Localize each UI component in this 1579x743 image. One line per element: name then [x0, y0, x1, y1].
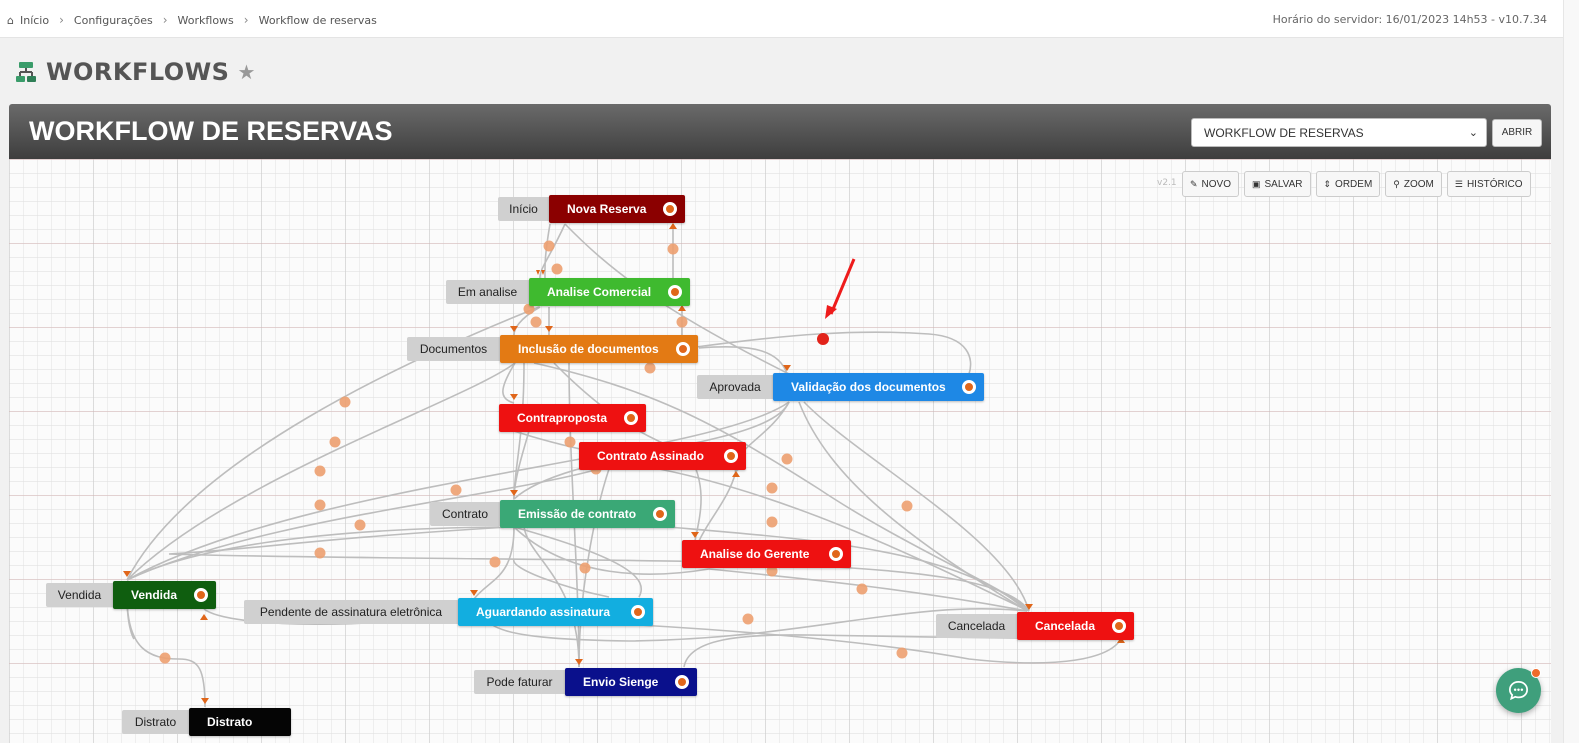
- annotation-arrow: [817, 258, 856, 345]
- chat-button[interactable]: [1496, 668, 1541, 713]
- scrollbar[interactable]: [1563, 0, 1579, 743]
- node-label-distrato: Distrato: [122, 710, 189, 734]
- connector-handle[interactable]: [668, 285, 682, 299]
- breadcrumb-home[interactable]: Início: [19, 13, 50, 27]
- node-label-inicio: Início: [498, 197, 549, 221]
- workflow-icon: [16, 62, 36, 82]
- home-icon: ⌂: [7, 13, 14, 27]
- connector-handle[interactable]: [1112, 619, 1126, 633]
- node-inclusao-documentos[interactable]: Inclusão de documentos: [500, 335, 698, 363]
- workflow-select[interactable]: WORKFLOW DE RESERVAS ⌄: [1191, 118, 1487, 147]
- zoom-button[interactable]: ⚲ZOOM: [1385, 171, 1442, 197]
- node-label-vendida: Vendida: [46, 583, 113, 607]
- workflow-header: WORKFLOW DE RESERVAS WORKFLOW DE RESERVA…: [9, 104, 1551, 159]
- connector-handle[interactable]: [829, 547, 843, 561]
- node-label-pendente-assinatura: Pendente de assinatura eletrônica: [244, 600, 458, 624]
- connector-handle[interactable]: [631, 605, 645, 619]
- save-button[interactable]: ▣SALVAR: [1244, 171, 1311, 197]
- node-distrato[interactable]: Distrato: [189, 708, 291, 736]
- canvas-toolbar: ✎NOVO ▣SALVAR ⇕ORDEM ⚲ZOOM ☰HISTÓRICO: [1182, 171, 1536, 197]
- chevron-right-icon: ›: [243, 13, 249, 27]
- open-button[interactable]: ABRIR: [1492, 119, 1542, 147]
- breadcrumb-current: Workflow de reservas: [258, 13, 377, 27]
- list-icon: ☰: [1454, 178, 1463, 189]
- chevron-right-icon: ›: [162, 13, 168, 27]
- node-envio-sienge[interactable]: Envio Sienge: [565, 668, 697, 696]
- page-header: WORKFLOWS ★: [14, 58, 255, 86]
- pencil-icon: ✎: [1190, 178, 1198, 189]
- chevron-right-icon: ›: [59, 13, 64, 27]
- node-emissao-contrato[interactable]: Emissão de contrato: [500, 500, 675, 528]
- node-label-pode-faturar: Pode faturar: [474, 670, 565, 694]
- star-icon[interactable]: ★: [237, 60, 256, 84]
- connector-handle[interactable]: [724, 449, 738, 463]
- sort-icon: ⇕: [1323, 178, 1332, 189]
- node-cancelada[interactable]: Cancelada: [1017, 612, 1134, 640]
- node-validacao-documentos[interactable]: Validação dos documentos: [773, 373, 984, 401]
- breadcrumb-workflows[interactable]: Workflows: [177, 13, 234, 27]
- breadcrumb-configuracoes[interactable]: Configurações: [73, 13, 153, 27]
- page-title: WORKFLOWS: [46, 58, 230, 86]
- node-contraproposta[interactable]: Contraproposta: [499, 404, 646, 432]
- save-icon: ▣: [1252, 178, 1261, 189]
- node-label-contrato: Contrato: [430, 502, 500, 526]
- node-label-cancelada: Cancelada: [936, 614, 1017, 638]
- notification-badge: [1531, 668, 1541, 678]
- node-label-documentos: Documentos: [407, 337, 500, 361]
- order-button[interactable]: ⇕ORDEM: [1315, 171, 1381, 197]
- connector-handle[interactable]: [624, 411, 638, 425]
- node-label-em-analise: Em analise: [446, 280, 529, 304]
- node-nova-reserva[interactable]: Nova Reserva: [549, 195, 685, 223]
- top-bar: ⌂ Início › Configurações › Workflows › W…: [0, 0, 1563, 38]
- search-icon: ⚲: [1393, 178, 1400, 189]
- history-button[interactable]: ☰HISTÓRICO: [1446, 171, 1531, 197]
- chat-icon: [1509, 681, 1528, 701]
- new-button[interactable]: ✎NOVO: [1182, 171, 1239, 197]
- workflow-select-value: WORKFLOW DE RESERVAS: [1204, 126, 1364, 140]
- breadcrumb: ⌂ Início › Configurações › Workflows › W…: [7, 13, 377, 27]
- connector-handle[interactable]: [663, 202, 677, 216]
- node-contrato-assinado[interactable]: Contrato Assinado: [579, 442, 746, 470]
- connector-handle[interactable]: [194, 588, 208, 602]
- node-aguardando-assinatura[interactable]: Aguardando assinatura: [458, 598, 653, 626]
- node-analise-comercial[interactable]: Analise Comercial: [529, 278, 690, 306]
- connector-handle[interactable]: [653, 507, 667, 521]
- node-vendida[interactable]: Vendida: [113, 581, 216, 609]
- workflow-canvas[interactable]: v2.1 ✎NOVO ▣SALVAR ⇕ORDEM ⚲ZOOM ☰HISTÓRI…: [9, 159, 1551, 743]
- connector-handle[interactable]: [962, 380, 976, 394]
- workflow-title: WORKFLOW DE RESERVAS: [29, 116, 393, 146]
- canvas-version: v2.1: [1157, 178, 1177, 188]
- server-time: Horário do servidor: 16/01/2023 14h53 - …: [1272, 13, 1547, 26]
- node-label-aprovada: Aprovada: [697, 375, 773, 399]
- connector-handle[interactable]: [676, 342, 690, 356]
- connector-handle[interactable]: [675, 675, 689, 689]
- chevron-down-icon: ⌄: [1468, 127, 1478, 139]
- connection-point[interactable]: [817, 333, 829, 345]
- node-analise-gerente[interactable]: Analise do Gerente: [682, 540, 851, 568]
